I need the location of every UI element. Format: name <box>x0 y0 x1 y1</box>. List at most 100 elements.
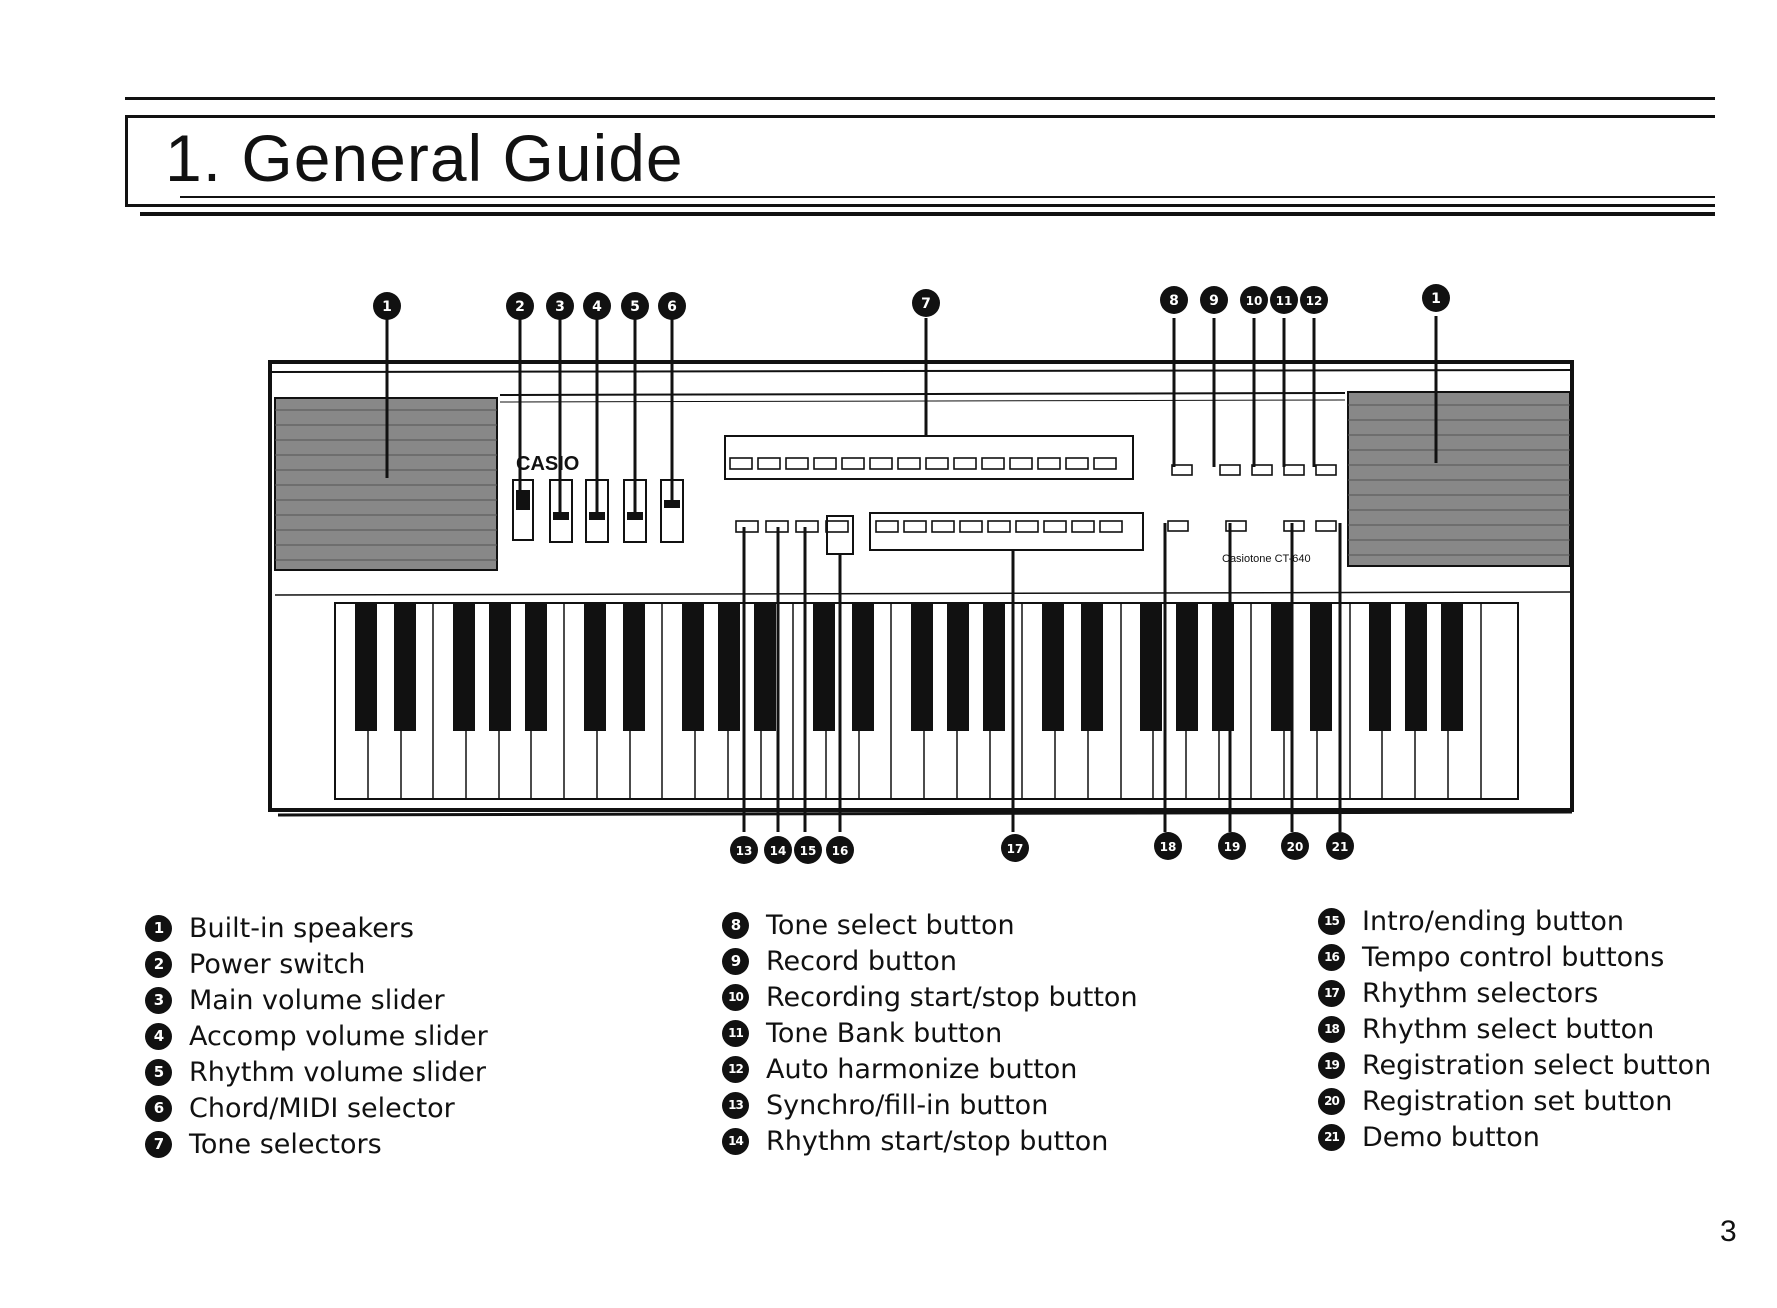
svg-text:18: 18 <box>1160 840 1177 854</box>
svg-text:7: 7 <box>921 296 931 312</box>
legend-number-badge: 5 <box>145 1058 172 1086</box>
svg-text:8: 8 <box>1169 293 1179 309</box>
legend-item: 9 Record button <box>722 943 1138 979</box>
svg-text:17: 17 <box>1007 842 1024 856</box>
callout-badge-9: 9 <box>1200 286 1228 314</box>
callout-leaders <box>385 316 1438 832</box>
callout-badge-11: 11 <box>1270 286 1298 314</box>
legend-label: Tempo control buttons <box>1362 941 1665 973</box>
svg-text:13: 13 <box>736 844 753 858</box>
panel-line-2 <box>499 399 1346 403</box>
keyboard-diagram: CASIO Casiotone CT-640 <box>268 284 1574 864</box>
legend-label: Tone selectors <box>189 1128 382 1160</box>
legend-number-badge: 20 <box>1318 1087 1345 1115</box>
legend-number-badge: 12 <box>722 1055 749 1083</box>
svg-text:5: 5 <box>630 299 640 315</box>
legend-item: 13 Synchro/fill-in button <box>722 1087 1138 1123</box>
legend-label: Auto harmonize button <box>766 1053 1078 1085</box>
legend-label: Registration select button <box>1362 1049 1712 1081</box>
legend-label: Rhythm select button <box>1362 1013 1655 1045</box>
callout-badge-17: 17 <box>1001 834 1029 862</box>
callout-badge-5: 5 <box>621 292 649 320</box>
legend-number-badge: 9 <box>722 947 749 975</box>
legend-number-badge: 13 <box>722 1091 749 1119</box>
legend-number-badge: 7 <box>145 1130 172 1158</box>
callout-badge-8: 8 <box>1160 286 1188 314</box>
callout-badge-21: 21 <box>1326 832 1354 860</box>
svg-text:9: 9 <box>1209 293 1219 309</box>
callout-badge-3: 3 <box>546 292 574 320</box>
right-function-buttons <box>1167 464 1337 532</box>
svg-text:10: 10 <box>1246 294 1263 308</box>
keyboard-body-bottom-edge <box>277 810 1573 817</box>
legend-number-badge: 15 <box>1318 907 1345 935</box>
callout-badge-1-left: 1 <box>373 292 401 320</box>
legend-label: Synchro/fill-in button <box>766 1089 1049 1121</box>
svg-text:1: 1 <box>382 299 392 315</box>
legend-item: 8 Tone select button <box>722 907 1138 943</box>
callout-badge-18: 18 <box>1154 832 1182 860</box>
tone-selector-frame <box>724 435 1134 480</box>
legend-label: Tone Bank button <box>766 1017 1003 1049</box>
legend-item: 19 Registration select button <box>1318 1047 1711 1083</box>
legend-label: Accomp volume slider <box>189 1020 488 1052</box>
legend-item: 1 Built-in speakers <box>145 910 488 946</box>
legend-number-badge: 6 <box>145 1094 172 1122</box>
title-rule-bottom <box>140 212 1715 216</box>
legend-item: 6 Chord/MIDI selector <box>145 1090 488 1126</box>
legend-number-badge: 3 <box>145 986 172 1014</box>
legend-label: Record button <box>766 945 957 977</box>
svg-text:3: 3 <box>555 299 565 315</box>
speaker-grille-right-lines <box>1348 404 1570 556</box>
legend-label: Chord/MIDI selector <box>189 1092 455 1124</box>
legend-number-badge: 14 <box>722 1127 749 1155</box>
callout-badge-15: 15 <box>794 836 822 864</box>
title-rule-inner <box>180 196 1715 198</box>
svg-text:15: 15 <box>800 844 817 858</box>
callout-badge-12: 12 <box>1300 286 1328 314</box>
speaker-grille-right <box>1347 391 1571 567</box>
svg-text:16: 16 <box>832 844 849 858</box>
rhythm-selector-frame <box>869 512 1144 551</box>
legend-number-badge: 18 <box>1318 1015 1345 1043</box>
svg-text:12: 12 <box>1306 294 1323 308</box>
svg-text:4: 4 <box>592 299 602 315</box>
svg-text:14: 14 <box>770 844 787 858</box>
legend-item: 12 Auto harmonize button <box>722 1051 1138 1087</box>
legend-number-badge: 1 <box>145 914 172 942</box>
callout-badge-6: 6 <box>658 292 686 320</box>
legend-label: Built-in speakers <box>189 912 414 944</box>
svg-text:6: 6 <box>667 299 677 315</box>
page-title: 1. General Guide <box>165 121 684 195</box>
legend-item: 15 Intro/ending button <box>1318 903 1711 939</box>
keyboard-body-top-edge <box>269 369 1573 373</box>
tone-selector-buttons <box>729 457 1117 470</box>
legend-label: Intro/ending button <box>1362 905 1625 937</box>
callout-badge-7: 7 <box>912 289 940 317</box>
svg-text:1: 1 <box>1431 291 1441 307</box>
callout-badges-bottom: 13 14 15 16 17 18 19 20 21 <box>730 832 1354 864</box>
panel-line-3 <box>274 591 1571 596</box>
legend-number-badge: 8 <box>722 911 749 939</box>
svg-text:21: 21 <box>1332 840 1349 854</box>
legend-number-badge: 19 <box>1318 1051 1345 1079</box>
legend-item: 18 Rhythm select button <box>1318 1011 1711 1047</box>
svg-text:2: 2 <box>515 299 525 315</box>
legend-item: 7 Tone selectors <box>145 1126 488 1162</box>
legend-label: Tone select button <box>766 909 1015 941</box>
callout-badge-14: 14 <box>764 836 792 864</box>
page-number: 3 <box>1720 1215 1737 1248</box>
legend-label: Rhythm selectors <box>1362 977 1599 1009</box>
black-keys <box>355 603 1463 731</box>
